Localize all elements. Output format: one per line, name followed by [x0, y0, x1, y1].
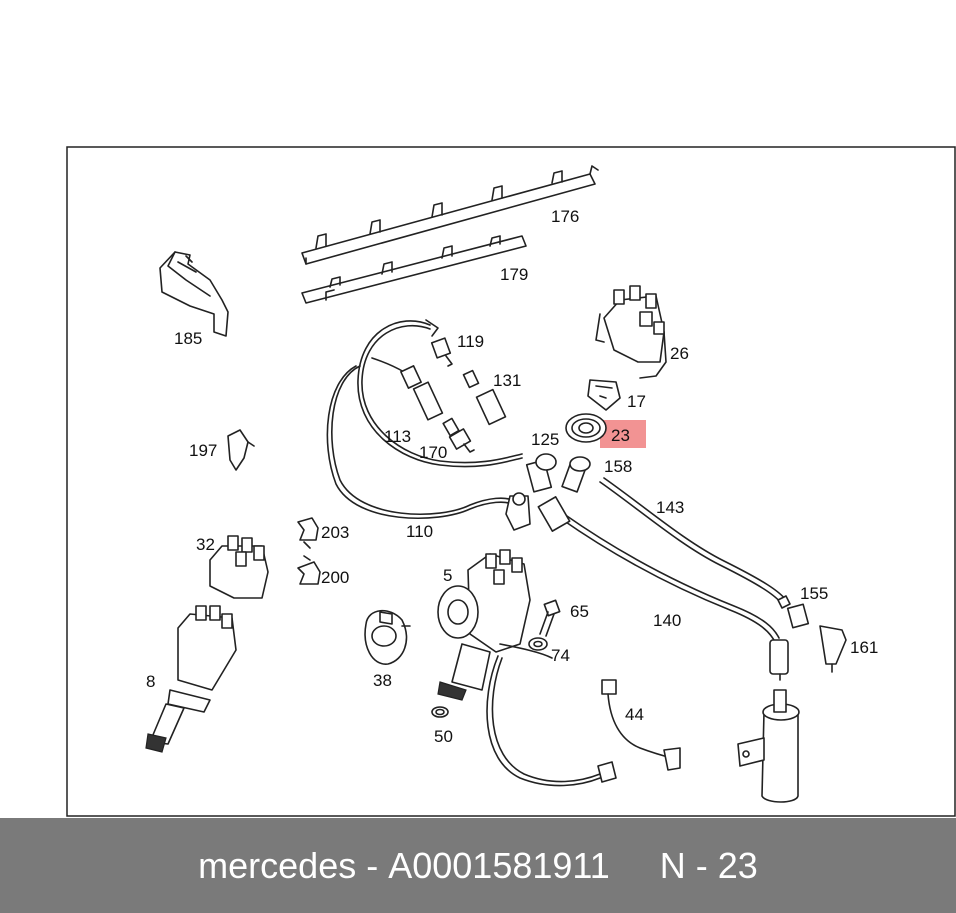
part-140-cable — [559, 517, 776, 643]
part-125-plug-boot — [525, 453, 557, 493]
label-32: 32 — [196, 535, 215, 554]
part-50-o-ring — [431, 706, 449, 718]
part-8-distributor — [145, 605, 237, 753]
part-185-cover — [159, 251, 229, 337]
label-155: 155 — [800, 584, 828, 603]
ignition-coil — [737, 689, 800, 803]
part-155-connector — [786, 603, 810, 629]
label-185: 185 — [174, 329, 202, 348]
highlight-marker-23 — [600, 420, 646, 448]
label-161: 161 — [850, 638, 878, 657]
label-200: 200 — [321, 568, 349, 587]
part-131-connector — [462, 369, 507, 426]
label-179: 179 — [500, 265, 528, 284]
part-17-rotor — [587, 379, 621, 411]
label-131: 131 — [493, 371, 521, 390]
label-110: 110 — [406, 522, 433, 541]
part-140-boot-a — [537, 496, 571, 532]
part-119-connector — [430, 337, 453, 367]
footer-part-number: A0001581911 — [388, 844, 610, 886]
parts-diagram: 176 179 185 119 131 26 17 23 158 125 113… — [66, 146, 956, 817]
part-26-distributor-cap — [595, 285, 667, 379]
part-110-cable-b — [326, 365, 513, 520]
part-197-clip — [227, 429, 255, 471]
footer-position-label: N - 23 — [659, 844, 758, 886]
label-140: 140 — [653, 611, 681, 630]
part-65-screw — [539, 599, 561, 637]
label-23: 23 — [611, 426, 630, 445]
part-32-distributor-cap — [209, 535, 269, 599]
label-203: 203 — [321, 523, 349, 542]
part-176-ignition-rail — [301, 165, 599, 265]
label-170: 170 — [419, 443, 447, 462]
part-113-plug — [371, 357, 444, 421]
footer-brand: mercedes — [198, 844, 357, 886]
label-143: 143 — [656, 498, 684, 517]
label-38: 38 — [373, 671, 392, 690]
label-119: 119 — [457, 332, 484, 351]
part-179-cable-holder — [301, 235, 527, 304]
part-110-cable — [331, 365, 513, 516]
label-65: 65 — [570, 602, 589, 621]
label-113: 113 — [384, 427, 411, 446]
label-17: 17 — [627, 392, 646, 411]
part-203-clip — [297, 517, 319, 549]
part-110-boot — [505, 492, 531, 531]
part-140-boot-b — [769, 639, 789, 681]
label-197: 197 — [189, 441, 217, 460]
label-125: 125 — [531, 430, 559, 449]
part-161-plug — [819, 625, 847, 673]
part-38-vacuum-unit — [364, 609, 411, 665]
part-113-cable — [357, 320, 523, 468]
part-5-cable — [486, 655, 601, 787]
part-170-spark-plug — [442, 417, 475, 453]
label-158: 158 — [604, 457, 632, 476]
part-74-washer — [528, 637, 548, 651]
label-5: 5 — [443, 566, 452, 585]
label-26: 26 — [670, 344, 689, 363]
part-143-cable — [599, 481, 783, 605]
part-158-plug-boot — [561, 456, 591, 493]
footer-separator: - — [356, 844, 389, 886]
label-8: 8 — [146, 672, 155, 691]
footer-gap — [610, 845, 660, 887]
part-44-sensor — [601, 679, 681, 771]
part-5-distributor-assembly — [437, 549, 553, 701]
label-74: 74 — [551, 646, 570, 665]
part-23-seal — [565, 413, 607, 443]
label-176: 176 — [551, 207, 579, 226]
label-50: 50 — [434, 727, 453, 746]
diagram-frame — [66, 146, 956, 817]
label-44: 44 — [625, 705, 644, 724]
part-200-clip — [297, 555, 321, 585]
footer-bar: mercedes - A0001581911 N - 23 — [0, 818, 956, 913]
